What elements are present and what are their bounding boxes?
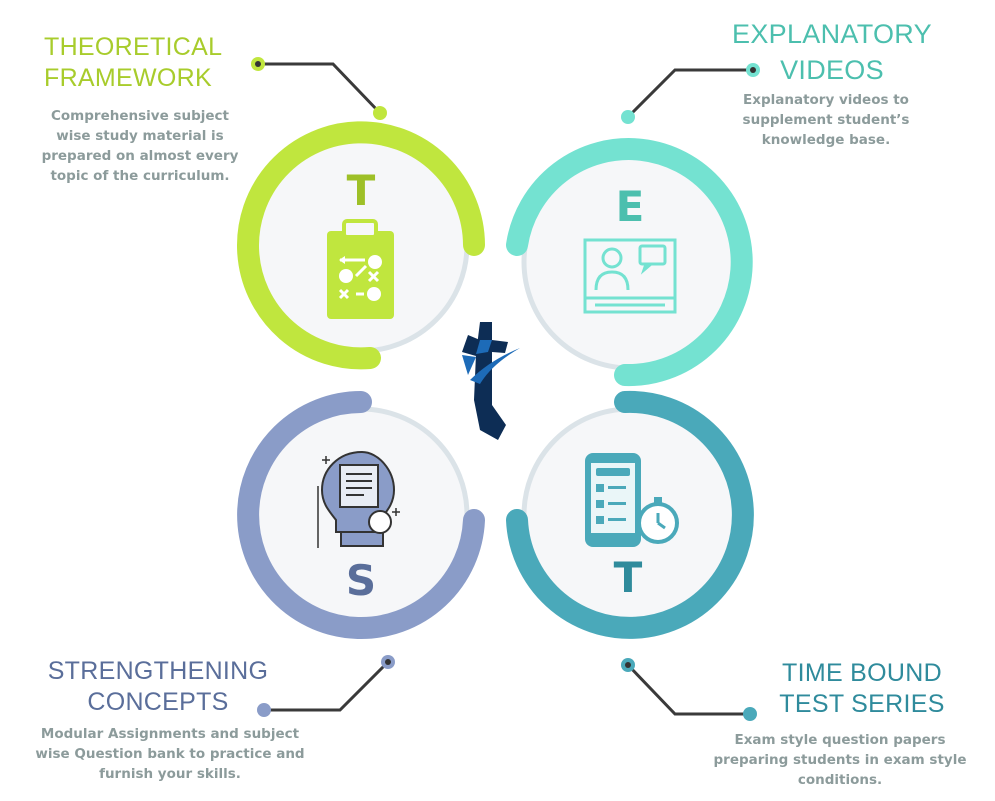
- desc-line: Comprehensive subject: [51, 108, 229, 124]
- connector-strengthening: [257, 655, 395, 717]
- connector-timebound: [621, 658, 757, 721]
- title-line: EXPLANATORY: [732, 19, 932, 49]
- letter-explanatory: E: [615, 182, 645, 231]
- desc-line: prepared on almost every: [41, 148, 239, 164]
- desc-explanatory: Explanatory videos to supplement student…: [716, 90, 936, 150]
- video-lecture-icon: [583, 238, 677, 314]
- title-line: TEST SERIES: [779, 690, 945, 718]
- title-theoretical: THEORETICAL FRAMEWORK: [44, 32, 222, 94]
- phone-stopwatch-icon: [585, 453, 679, 547]
- title-line: CONCEPTS: [87, 688, 229, 716]
- desc-line: Modular Assignments and subject: [40, 726, 300, 742]
- desc-line: Exam style question papers: [734, 732, 946, 748]
- letter-strengthening: S: [345, 556, 377, 605]
- desc-timebound: Exam style question papers preparing stu…: [690, 730, 990, 790]
- title-line: STRENGTHENING: [47, 657, 269, 685]
- title-line: TIME BOUND: [782, 659, 942, 687]
- desc-line: wise study material is: [56, 128, 224, 144]
- connector-theoretical: [251, 57, 387, 120]
- desc-line: wise Question bank to practice and: [35, 746, 305, 762]
- brand-logo: [462, 322, 520, 440]
- title-line: FRAMEWORK: [44, 64, 212, 92]
- desc-line: supplement student’s: [742, 112, 910, 128]
- circle-explanatory: [506, 138, 753, 387]
- title-line: VIDEOS: [780, 55, 884, 85]
- desc-line: knowledge base.: [761, 132, 891, 148]
- desc-strengthening: Modular Assignments and subject wise Que…: [20, 724, 320, 784]
- title-strengthening: STRENGTHENING CONCEPTS: [36, 656, 280, 718]
- title-timebound: TIME BOUND TEST SERIES: [740, 658, 984, 720]
- lightbulb-document-icon: [317, 450, 400, 548]
- connector-explanatory: [621, 63, 760, 124]
- desc-line: topic of the curriculum.: [50, 168, 230, 184]
- desc-line: furnish your skills.: [99, 766, 241, 782]
- desc-theoretical: Comprehensive subject wise study materia…: [40, 106, 240, 186]
- title-line: THEORETICAL: [44, 33, 223, 61]
- desc-line: conditions.: [797, 772, 883, 788]
- clipboard-strategy-icon: [327, 219, 394, 319]
- letter-timebound: T: [613, 553, 643, 602]
- title-explanatory: EXPLANATORY VIDEOS: [700, 16, 964, 88]
- desc-line: Explanatory videos to: [743, 92, 909, 108]
- letter-theoretical: T: [346, 166, 376, 215]
- desc-line: preparing students in exam style: [713, 752, 967, 768]
